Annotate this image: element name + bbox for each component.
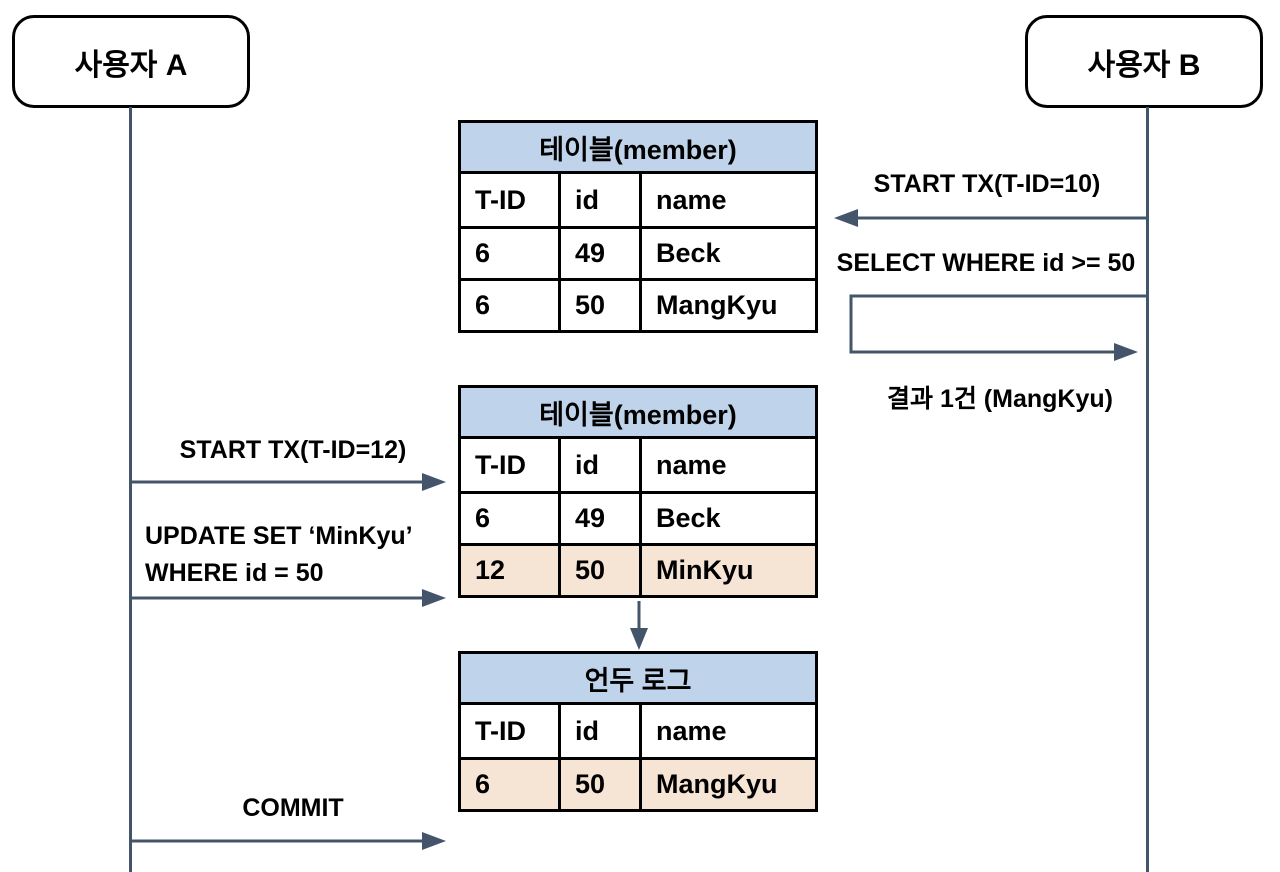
arrow-start-tx-10: [834, 209, 1147, 227]
cell-name: Beck: [656, 503, 721, 533]
label-start-tx-12: START TX(T-ID=12): [179, 436, 407, 464]
cell-name: MangKyu: [656, 769, 778, 799]
arrow-commit: [131, 832, 446, 850]
arrow-start-tx-12: [131, 473, 446, 491]
col-header-id: id: [561, 439, 642, 491]
label-result: 결과 1건 (MangKyu): [887, 385, 1113, 413]
label-select-where: SELECT WHERE id >= 50: [836, 249, 1136, 277]
table-row-highlighted: 6 50 MangKyu: [461, 757, 815, 809]
cell-id: 50: [561, 281, 642, 330]
arrowhead-right-icon: [422, 473, 446, 491]
arrowhead-right-icon: [1114, 343, 1138, 361]
label-update-line1: UPDATE SET ‘MinKyu’: [145, 522, 413, 550]
col-header-name: name: [656, 449, 727, 480]
table-member-after: 테이블(member) T-ID id name 6 49 Beck 12 50…: [458, 385, 818, 598]
actor-user-b-label: 사용자 B: [1087, 48, 1201, 82]
table-header-row: T-ID id name: [461, 439, 815, 491]
cell-tid: 12: [461, 546, 561, 595]
cell-id: 50: [561, 760, 642, 809]
col-header-id: id: [561, 174, 642, 226]
cell-tid: 6: [461, 229, 561, 278]
lifeline-user-a: [129, 107, 132, 872]
cell-tid: 6: [461, 494, 561, 543]
arrowhead-right-icon: [422, 832, 446, 850]
table-row: 6 49 Beck: [461, 491, 815, 543]
cell-name: MinKyu: [656, 555, 754, 585]
table-row-highlighted: 12 50 MinKyu: [461, 543, 815, 595]
actor-user-a-label: 사용자 A: [74, 48, 188, 82]
cell-tid: 6: [461, 760, 561, 809]
label-update: UPDATE SET ‘MinKyu’ WHERE id = 50: [145, 518, 413, 592]
cell-name: MangKyu: [656, 290, 778, 320]
arrow-select-self-loop: [849, 294, 1147, 361]
table-header-row: T-ID id name: [461, 174, 815, 226]
col-header-tid: T-ID: [461, 439, 561, 491]
col-header-tid: T-ID: [461, 174, 561, 226]
arrowhead-left-icon: [834, 209, 858, 227]
col-header-name: name: [656, 715, 727, 746]
arrowhead-right-icon: [422, 589, 446, 607]
table-title: 테이블(member): [461, 123, 815, 174]
label-update-line2: WHERE id = 50: [145, 559, 324, 587]
table-row: 6 49 Beck: [461, 226, 815, 278]
cell-id: 50: [561, 546, 642, 595]
col-header-name: name: [656, 184, 727, 215]
cell-name: Beck: [656, 238, 721, 268]
table-member-before: 테이블(member) T-ID id name 6 49 Beck 6 50 …: [458, 120, 818, 333]
label-start-tx-10: START TX(T-ID=10): [873, 170, 1101, 198]
cell-id: 49: [561, 229, 642, 278]
table-undo-log: 언두 로그 T-ID id name 6 50 MangKyu: [458, 651, 818, 812]
table-header-row: T-ID id name: [461, 705, 815, 757]
lifeline-user-b: [1146, 107, 1149, 872]
table-title: 언두 로그: [461, 654, 815, 705]
table-title: 테이블(member): [461, 388, 815, 439]
col-header-tid: T-ID: [461, 705, 561, 757]
cell-id: 49: [561, 494, 642, 543]
col-header-id: id: [561, 705, 642, 757]
arrow-to-undo-log: [630, 601, 648, 650]
table-row: 6 50 MangKyu: [461, 278, 815, 330]
actor-user-b: 사용자 B: [1025, 15, 1263, 108]
actor-user-a: 사용자 A: [12, 15, 250, 108]
arrowhead-down-icon: [630, 628, 648, 650]
label-commit: COMMIT: [242, 794, 344, 822]
cell-tid: 6: [461, 281, 561, 330]
